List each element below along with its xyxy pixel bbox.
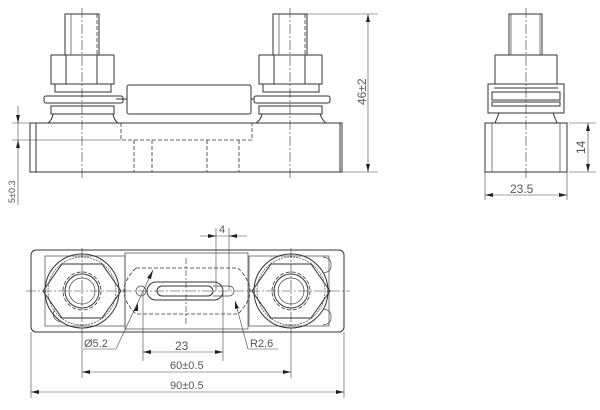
top-view (26, 248, 350, 335)
dim-r2-6-label: R2.6 (250, 338, 273, 350)
dimension-overall-length: 90±0.5 (30, 332, 345, 398)
dimension-slot-width: 4 (200, 224, 247, 291)
dim-14-label: 14 (574, 140, 588, 154)
dimension-height-total: 46±2 (307, 13, 378, 173)
dim-4-label: 4 (219, 224, 225, 236)
dim-5-label: 5±0.3 (7, 181, 17, 203)
dimension-slot-spacing: 23 (142, 291, 224, 361)
dimension-base-step: 5±0.3 (7, 106, 121, 205)
leader-slot-radius: R2.6 (234, 300, 278, 350)
dimension-side-base-height: 14 (569, 122, 596, 173)
dim-60-label: 60±0.5 (170, 360, 204, 372)
leader-hole-diameter: Ø5.2 (83, 269, 154, 350)
dim-23-label: 23 (175, 339, 189, 353)
dim-46-label: 46±2 (355, 78, 369, 105)
dimension-side-width: 23.5 (484, 172, 568, 200)
dim-d5-2-label: Ø5.2 (84, 338, 108, 350)
side-view (484, 8, 568, 180)
front-view (29, 8, 343, 180)
dimension-stud-spacing: 60±0.5 (81, 335, 292, 378)
dim-90-label: 90±0.5 (170, 380, 204, 392)
dim-23-5-label: 23.5 (510, 182, 534, 196)
